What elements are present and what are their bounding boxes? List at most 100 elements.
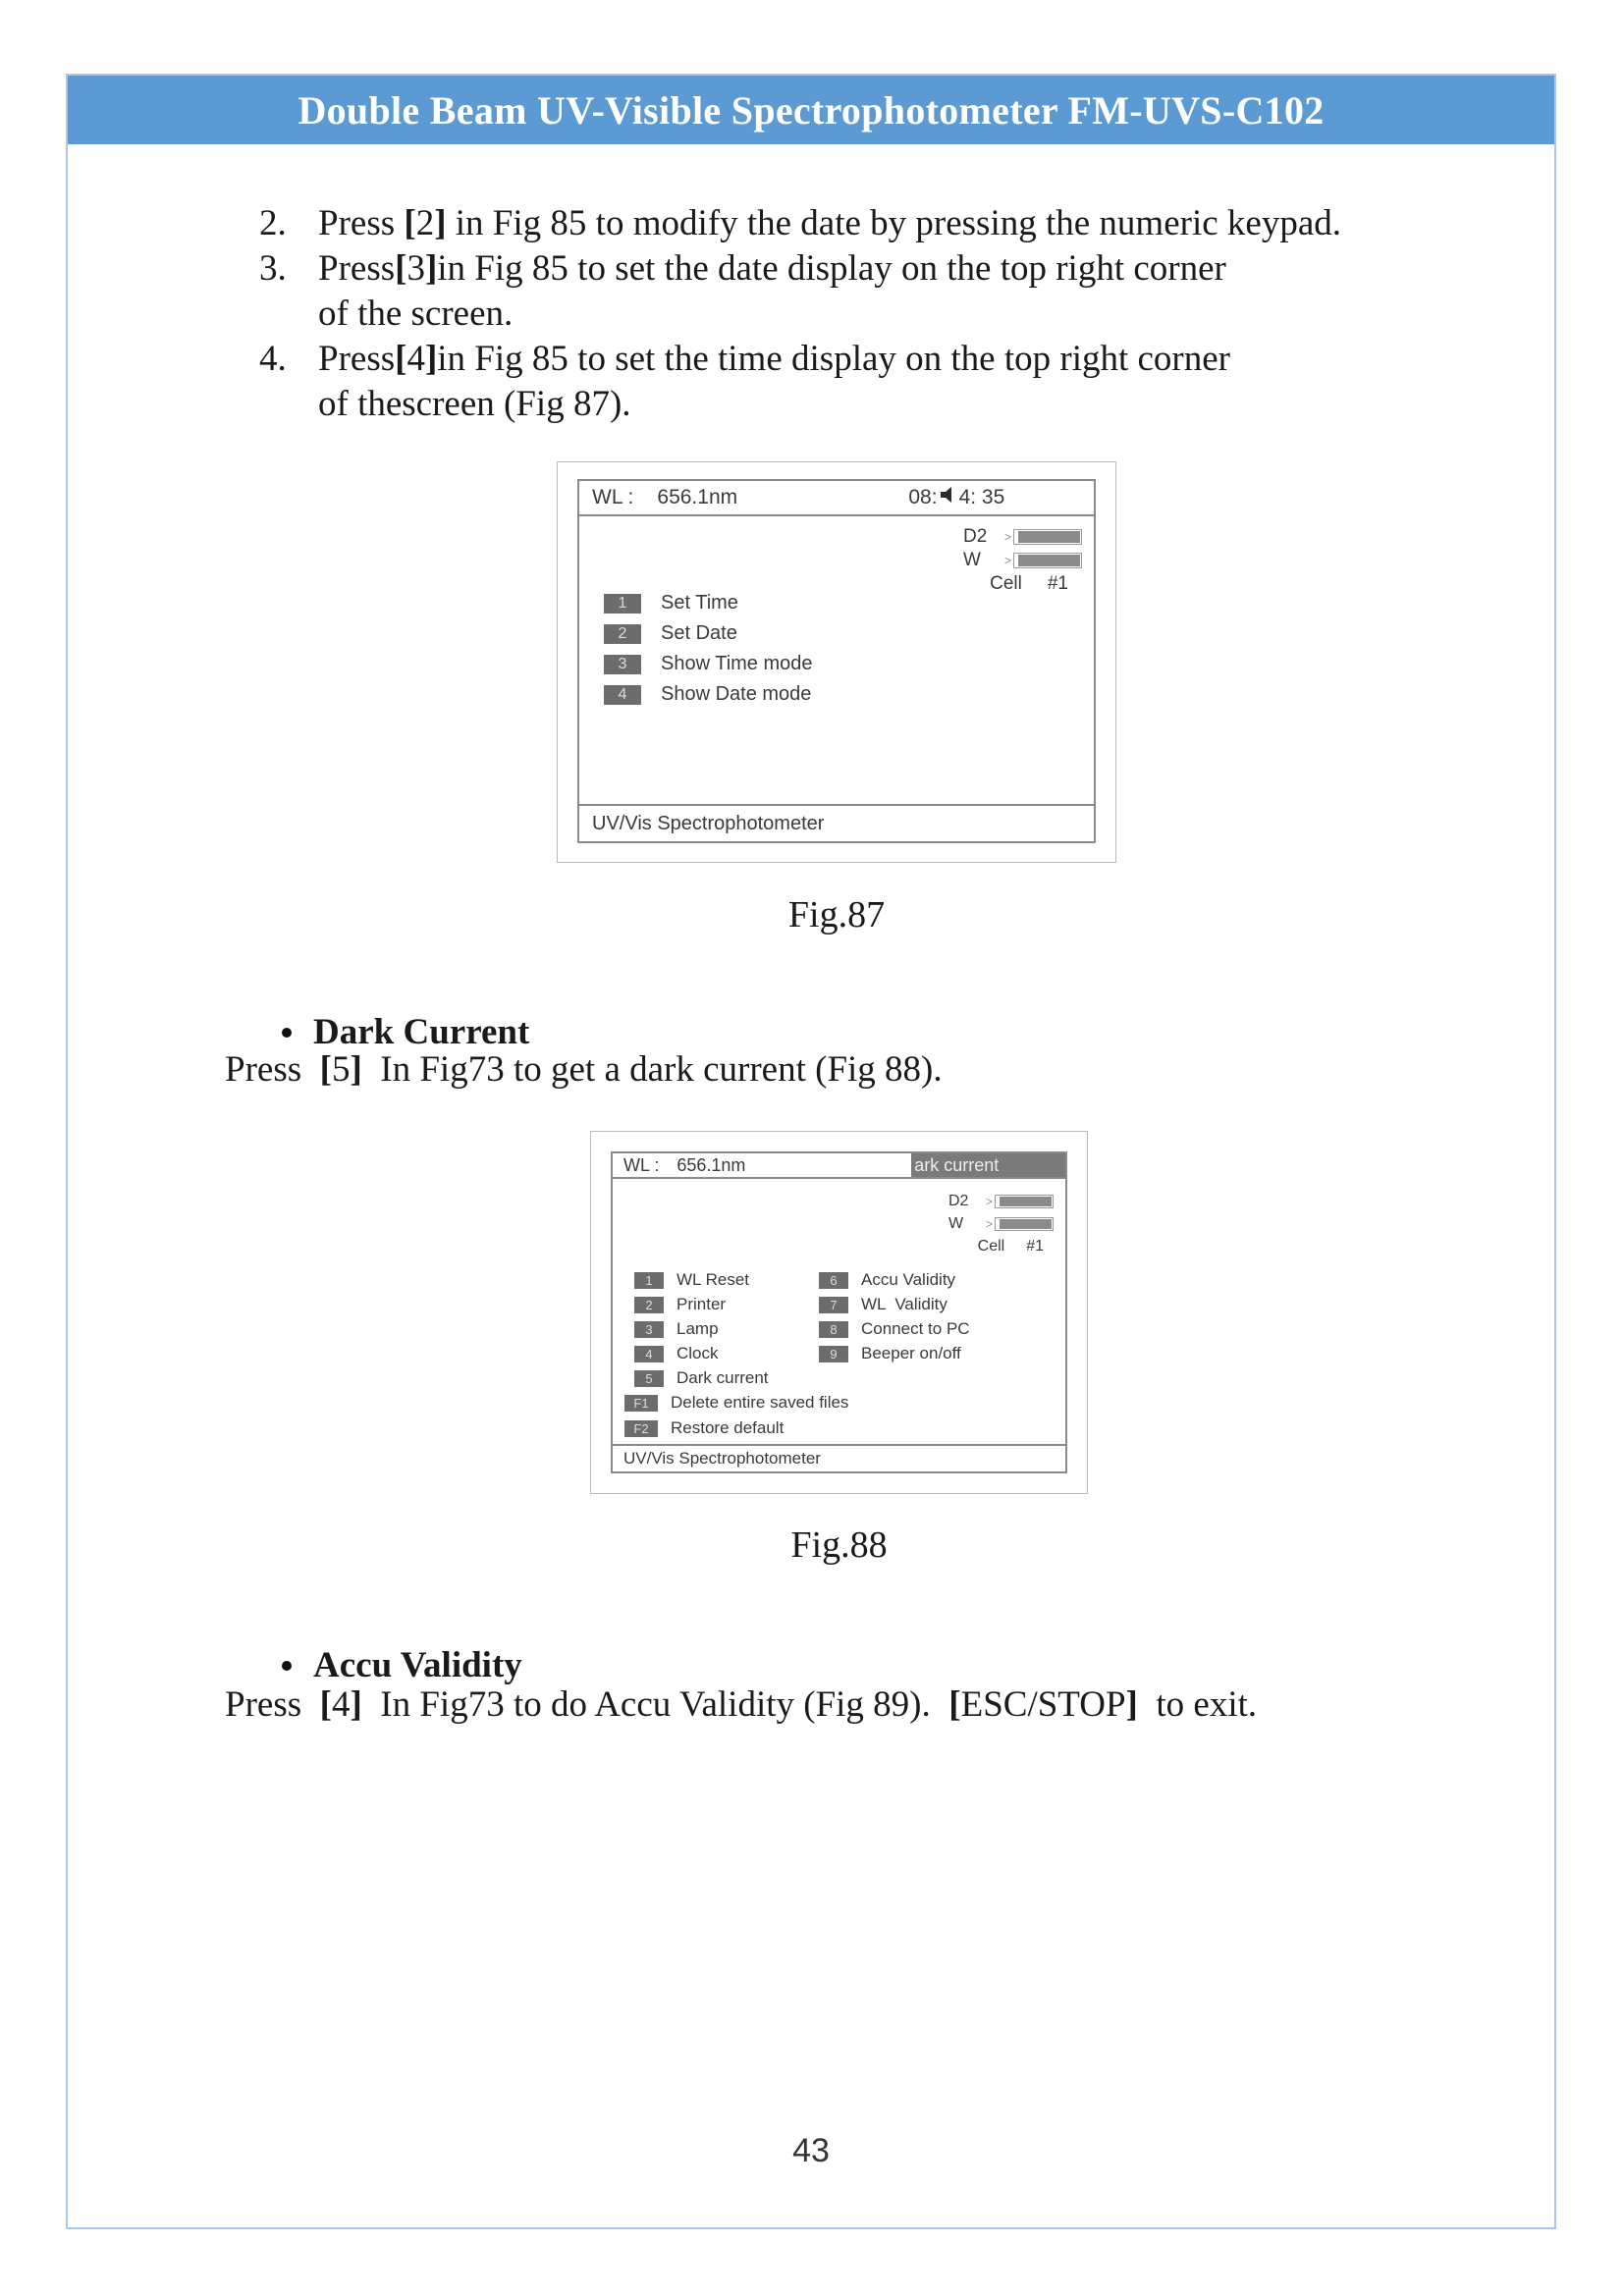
list-item-number: 3. (259, 248, 287, 289)
lcd-footer: UV/Vis Spectrophotometer (579, 804, 1094, 841)
page-number: 43 (792, 2132, 830, 2169)
key-badge: 1 (604, 593, 641, 614)
list-item-continuation: of the screen. (259, 292, 1341, 337)
figure-88-lcd-screen: WL : 656.1nm ark current D2 > W > (590, 1131, 1088, 1494)
list-item: 2. Press [2] in Fig 85 to modify the dat… (259, 201, 1341, 246)
d2-lamp-row: D2 > (963, 526, 1082, 548)
w-level-bar (995, 1216, 1054, 1231)
figure-87-lcd-screen: WL : 656.1nm 08: 4: 35 D2 > W (557, 461, 1116, 863)
section-body: Press [5] In Fig73 to get a dark current… (225, 1049, 943, 1090)
w-lamp-row: W > (963, 550, 1082, 571)
w-level-bar (1013, 553, 1082, 568)
key-badge: F1 (624, 1394, 658, 1412)
w-lamp-row: W > (948, 1213, 1054, 1234)
lcd-menu-item: 2 Printer (634, 1295, 819, 1314)
list-item-text: Press[3]in Fig 85 to set the date displa… (318, 248, 1226, 289)
lcd-menu-item: F1 Delete entire saved files (624, 1393, 848, 1413)
key-badge: 4 (604, 684, 641, 705)
level-indicator-icon: > (985, 1194, 993, 1208)
list-item-text: Press[4]in Fig 85 to set the time displa… (318, 339, 1230, 379)
dark-current-status-box: ark current (911, 1153, 1065, 1177)
wavelength-label: WL : (623, 1154, 660, 1175)
key-badge: 5 (634, 1369, 664, 1387)
lcd-menu-item: 3 Lamp (634, 1319, 819, 1339)
w-lamp-label: W (962, 550, 981, 570)
wavelength-value: 656.1nm (657, 486, 738, 508)
section-title-dark-current: Dark Current (282, 1011, 529, 1053)
lcd-menu-item: 1 Set Time (604, 592, 813, 614)
level-indicator-icon: > (1003, 530, 1011, 544)
lcd-function-keys: F1 Delete entire saved files F2 Restore … (624, 1393, 848, 1438)
lcd-menu-item: 9 Beeper on/off (819, 1344, 970, 1363)
key-badge: 3 (634, 1320, 664, 1338)
key-badge: 9 (819, 1345, 848, 1362)
cell-row: Cell #1 (963, 573, 1068, 595)
cell-row: Cell #1 (948, 1236, 1044, 1256)
level-indicator-icon: > (985, 1216, 993, 1231)
lcd-menu-column-left: 1 WL Reset 2 Printer 3 Lamp 4 (634, 1270, 819, 1388)
content-frame: Double Beam UV-Visible Spectrophotometer… (66, 74, 1556, 2229)
w-lamp-label: W (947, 1214, 964, 1232)
cell-value: #1 (1047, 573, 1068, 594)
bullet-icon (282, 1660, 292, 1671)
d2-lamp-label: D2 (962, 526, 988, 547)
bullet-icon (282, 1027, 292, 1038)
key-badge: 3 (604, 654, 641, 674)
lcd-menu-item: 7 WL Validity (819, 1295, 970, 1314)
list-item-number: 2. (259, 203, 287, 243)
lcd-footer-text: UV/Vis Spectrophotometer (592, 812, 825, 834)
list-item: 3. Press[3]in Fig 85 to set the date dis… (259, 246, 1341, 292)
lcd-footer: UV/Vis Spectrophotometer (613, 1444, 1065, 1471)
lcd-menu: 1 Set Time 2 Set Date 3 Show Time mode 4… (604, 592, 813, 706)
lamp-indicators: D2 > W > Cell #1 (963, 526, 1082, 595)
cell-value: #1 (1026, 1237, 1044, 1255)
section-body: Press [4] In Fig73 to do Accu Validity (… (225, 1684, 1258, 1725)
cell-label: Cell (990, 573, 1022, 594)
instruction-list: 2. Press [2] in Fig 85 to modify the dat… (259, 201, 1341, 427)
lcd-status-bar: WL : 656.1nm 08: 4: 35 (579, 481, 1094, 516)
lcd-menu-item: 4 Show Date mode (604, 683, 813, 706)
list-item-continuation: of thescreen (Fig 87). (259, 382, 1341, 427)
section-title-accu-validity: Accu Validity (282, 1644, 522, 1686)
lcd-status-bar: WL : 656.1nm ark current (613, 1153, 1065, 1179)
lcd-menu-column-right: 6 Accu Validity 7 WL Validity 8 Connect … (819, 1270, 970, 1388)
list-item-text: Press [2] in Fig 85 to modify the date b… (318, 203, 1341, 243)
key-badge: 1 (634, 1271, 664, 1289)
speaker-icon (940, 486, 957, 509)
d2-level-bar (1013, 529, 1082, 545)
lcd-menu-item: 4 Clock (634, 1344, 819, 1363)
lcd-menu: 1 WL Reset 2 Printer 3 Lamp 4 (634, 1270, 970, 1388)
wavelength-value: 656.1nm (677, 1154, 746, 1175)
clock-time: 08: 4: 35 (908, 486, 1005, 509)
figure-caption: Fig.88 (790, 1524, 888, 1566)
key-badge: 4 (634, 1345, 664, 1362)
figure-caption: Fig.87 (787, 894, 886, 935)
level-indicator-icon: > (1003, 554, 1011, 567)
wavelength-label: WL : (592, 486, 634, 508)
key-badge: 7 (819, 1296, 848, 1313)
d2-lamp-row: D2 > (948, 1191, 1054, 1211)
lamp-indicators: D2 > W > Cell #1 (948, 1191, 1054, 1256)
key-badge: 8 (819, 1320, 848, 1338)
d2-level-bar (995, 1194, 1054, 1208)
d2-lamp-label: D2 (947, 1192, 969, 1209)
list-item-text: of the screen. (318, 294, 514, 334)
lcd-menu-item: 1 WL Reset (634, 1270, 819, 1290)
cell-label: Cell (977, 1237, 1005, 1255)
list-item: 4. Press[4]in Fig 85 to set the time dis… (259, 337, 1341, 382)
lcd-menu-item: 2 Set Date (604, 622, 813, 645)
key-badge: 2 (634, 1296, 664, 1313)
lcd-menu-item: 3 Show Time mode (604, 653, 813, 675)
lcd-footer-text: UV/Vis Spectrophotometer (623, 1449, 821, 1468)
header-bar: Double Beam UV-Visible Spectrophotometer… (68, 76, 1554, 144)
lcd-menu-item: F2 Restore default (624, 1418, 848, 1438)
lcd-menu-item: 6 Accu Validity (819, 1270, 970, 1290)
lcd-menu-item: 8 Connect to PC (819, 1319, 970, 1339)
list-item-text: of thescreen (Fig 87). (318, 384, 631, 424)
key-badge: 2 (604, 623, 641, 644)
key-badge: F2 (624, 1419, 658, 1437)
page-title: Double Beam UV-Visible Spectrophotometer… (298, 87, 1325, 133)
lcd-menu-item: 5 Dark current (634, 1368, 819, 1388)
list-item-number: 4. (259, 339, 287, 379)
